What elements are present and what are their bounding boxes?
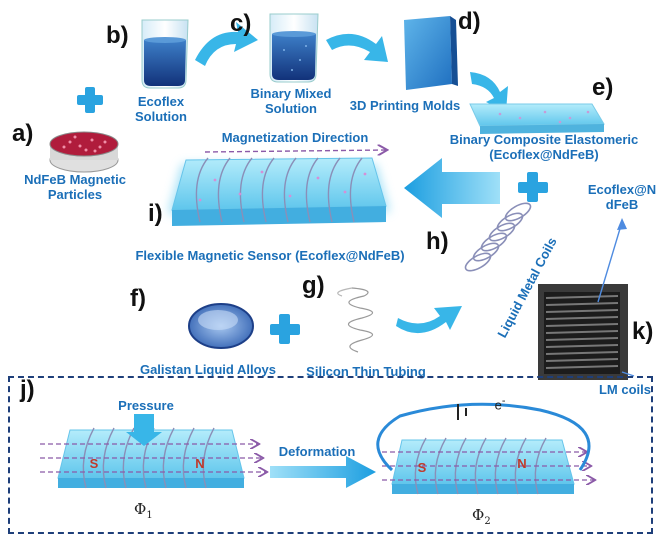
- panel-letter-b: b): [106, 22, 129, 49]
- label-ecoflex-line1: Ecoflex: [137, 94, 185, 109]
- pole-s-after: S: [417, 460, 427, 475]
- panel-letter-h: h): [426, 228, 449, 255]
- sensor-photo: [538, 218, 635, 380]
- label-ecoflex-ndfeb-callout-line2: dFeB: [605, 197, 639, 212]
- galistan-dish-icon: [188, 303, 254, 349]
- panel-letter-j: j): [20, 376, 35, 403]
- label-pressure: Pressure: [118, 398, 174, 413]
- deformation-arrow: [270, 456, 376, 488]
- label-galistan: Galistan Liquid Alloys: [139, 362, 277, 377]
- panel-letter-f: f): [130, 285, 146, 312]
- panel-letter-i: i): [148, 200, 163, 227]
- plus-icon-2: [518, 172, 548, 202]
- curved-arrow-3: [470, 72, 508, 112]
- label-lm-coils: LM coils: [598, 382, 651, 397]
- flux-phi2: Φ2: [472, 506, 491, 527]
- panel-letter-c: c): [230, 10, 252, 37]
- label-binary-mixed-line1: Binary Mixed: [250, 86, 332, 101]
- plus-icon-1: [77, 87, 103, 113]
- pole-n-after: N: [517, 456, 527, 471]
- label-ndfeb: NdFeB Magnetic Particles: [10, 172, 140, 202]
- pole-s-before: S: [89, 456, 99, 471]
- label-electron: e-: [480, 394, 520, 412]
- ecoflex-beaker-icon: [141, 19, 189, 89]
- panel-letter-e: e): [592, 74, 614, 101]
- curved-arrow-1: [195, 22, 258, 66]
- label-silicon-tubing: Silicon Thin Tubing: [306, 364, 426, 379]
- flexible-sensor: [168, 150, 390, 226]
- pole-n-before: N: [195, 456, 205, 471]
- label-ecoflex: Ecoflex Solution: [116, 94, 206, 124]
- composite-slab-icon: [469, 103, 605, 134]
- panel-letter-g: g): [302, 272, 325, 299]
- label-binary-mixed-line2: Solution: [265, 101, 317, 116]
- flux-phi1: Φ1: [134, 500, 153, 521]
- flux-phi2-symbol: Φ: [472, 506, 485, 524]
- label-composite-line2: (Ecoflex@NdFeB): [489, 147, 599, 162]
- printing-mold-icon: [404, 16, 458, 90]
- label-ndfeb-line2: Particles: [47, 187, 103, 202]
- battery-icon: [457, 404, 467, 420]
- label-ecoflex-line2: Solution: [135, 109, 187, 124]
- sensor-after: [376, 402, 594, 495]
- panel-letter-a: a): [12, 120, 34, 147]
- panel-letter-d: d): [458, 8, 481, 35]
- plus-icon-3: [270, 314, 300, 344]
- silicon-tubing-icon: [337, 287, 374, 353]
- label-binary-mixed: Binary Mixed Solution: [236, 86, 346, 116]
- flux-phi1-sub: 1: [146, 510, 153, 521]
- label-3d-molds: 3D Printing Molds: [349, 98, 461, 113]
- electron-charge: -: [501, 395, 506, 407]
- curved-arrow-2: [326, 33, 388, 62]
- label-magnetization-direction: Magnetization Direction: [221, 130, 369, 145]
- label-deformation: Deformation: [278, 444, 356, 459]
- mixed-beaker-icon: [269, 13, 319, 83]
- label-composite-line1: Binary Composite Elastomeric: [449, 132, 639, 147]
- ndfeb-dish-icon: [49, 131, 119, 173]
- left-arrow: [404, 158, 500, 218]
- label-flexible-sensor: Flexible Magnetic Sensor (Ecoflex@NdFeB): [135, 248, 405, 263]
- label-ecoflex-ndfeb-callout: Ecoflex@N dFeB: [584, 182, 660, 212]
- panel-letter-k: k): [632, 318, 654, 345]
- liquid-metal-coil-icon: [464, 202, 532, 272]
- label-composite: Binary Composite Elastomeric (Ecoflex@Nd…: [434, 132, 654, 162]
- pressure-arrow: [126, 414, 162, 446]
- panel-j-frame: [8, 376, 653, 534]
- label-ndfeb-line1: NdFeB Magnetic: [24, 172, 126, 187]
- flux-phi2-sub: 2: [484, 516, 491, 527]
- electron-symbol: e: [494, 397, 502, 413]
- sensor-before: [40, 427, 266, 489]
- flux-phi1-symbol: Φ: [134, 500, 147, 518]
- label-ecoflex-ndfeb-callout-line1: Ecoflex@N: [587, 182, 657, 197]
- curved-arrow-4: [396, 306, 462, 334]
